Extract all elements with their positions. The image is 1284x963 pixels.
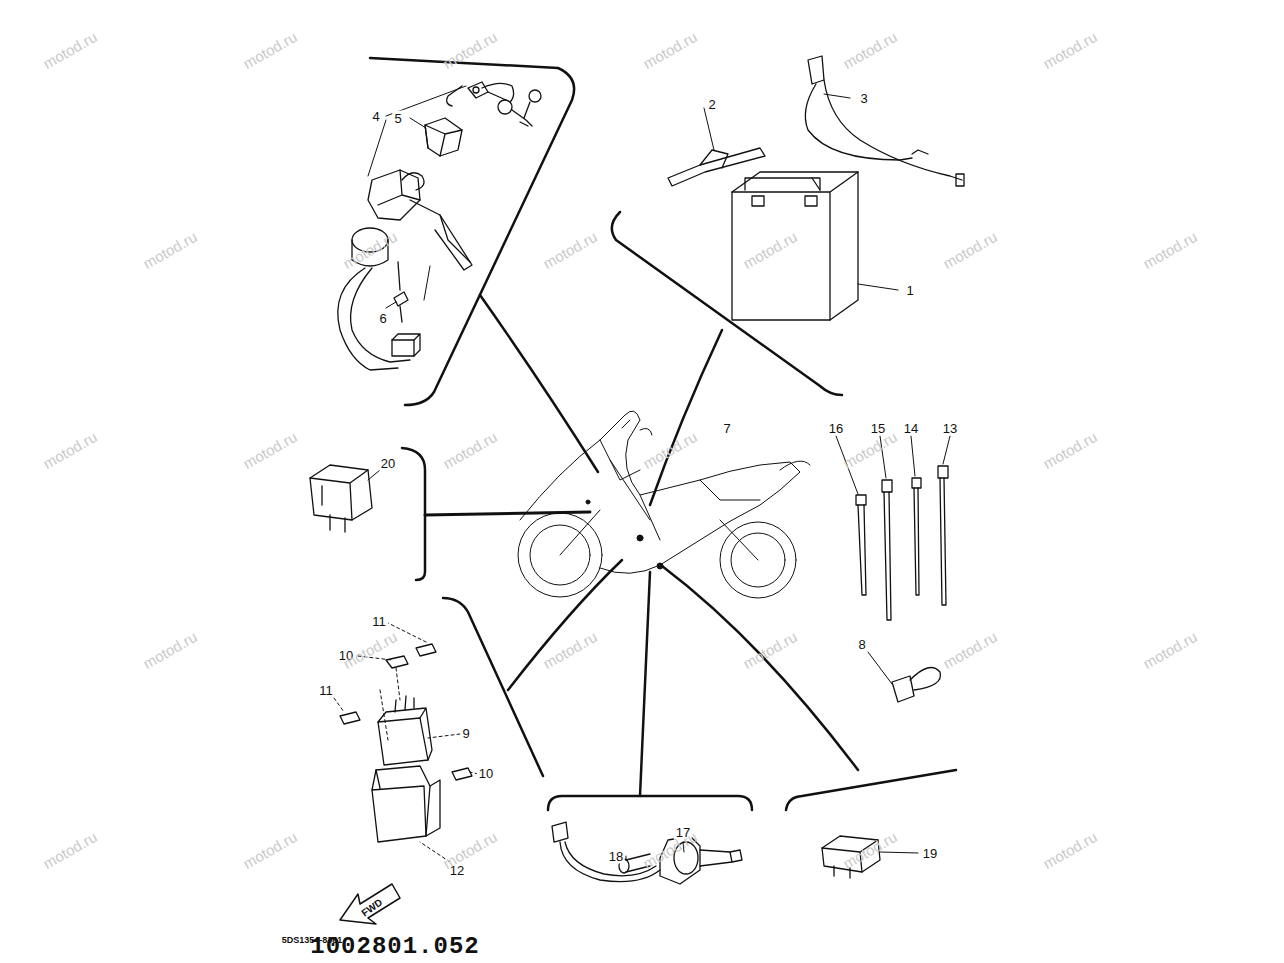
callout-number: 8 (856, 637, 867, 652)
callout-number: 3 (858, 91, 869, 106)
watermark: motod.ru (1141, 629, 1200, 672)
watermark: motod.ru (641, 829, 700, 872)
watermark: motod.ru (541, 229, 600, 272)
callout-number: 1 (904, 283, 915, 298)
callout-number: 14 (902, 421, 920, 436)
callout-number: 7 (721, 421, 732, 436)
watermark: motod.ru (41, 429, 100, 472)
watermark: motod.ru (341, 229, 400, 272)
callout-number: 2 (706, 97, 717, 112)
callout-number: 10 (477, 766, 495, 781)
diagram-number: 1002801.052 (310, 935, 479, 959)
callout-number: 11 (317, 683, 335, 698)
callout-number: 5 (392, 111, 403, 126)
watermark: motod.ru (141, 229, 200, 272)
callout-number: 20 (379, 456, 397, 471)
watermark: motod.ru (641, 29, 700, 72)
watermark: motod.ru (441, 429, 500, 472)
watermark: motod.ru (1041, 429, 1100, 472)
watermark: motod.ru (241, 429, 300, 472)
watermark: motod.ru (741, 229, 800, 272)
watermark: motod.ru (1041, 829, 1100, 872)
watermark: motod.ru (1141, 229, 1200, 272)
watermark: motod.ru (1041, 29, 1100, 72)
callout-number: 4 (370, 109, 381, 124)
watermark: motod.ru (841, 829, 900, 872)
watermark: motod.ru (241, 829, 300, 872)
watermark: motod.ru (441, 829, 500, 872)
watermark: motod.ru (641, 429, 700, 472)
watermark: motod.ru (141, 629, 200, 672)
watermark: motod.ru (841, 29, 900, 72)
watermark: motod.ru (41, 829, 100, 872)
callout-number: 11 (370, 614, 388, 629)
callout-number: 16 (827, 421, 845, 436)
watermark: motod.ru (241, 29, 300, 72)
watermark: motod.ru (541, 629, 600, 672)
callout-number: 18 (607, 849, 625, 864)
callout-number: 13 (941, 421, 959, 436)
watermark: motod.ru (41, 29, 100, 72)
callout-number: 9 (460, 726, 471, 741)
callout-number: 6 (377, 311, 388, 326)
callout-number: 19 (921, 846, 939, 861)
watermark: motod.ru (941, 629, 1000, 672)
watermark: motod.ru (941, 229, 1000, 272)
